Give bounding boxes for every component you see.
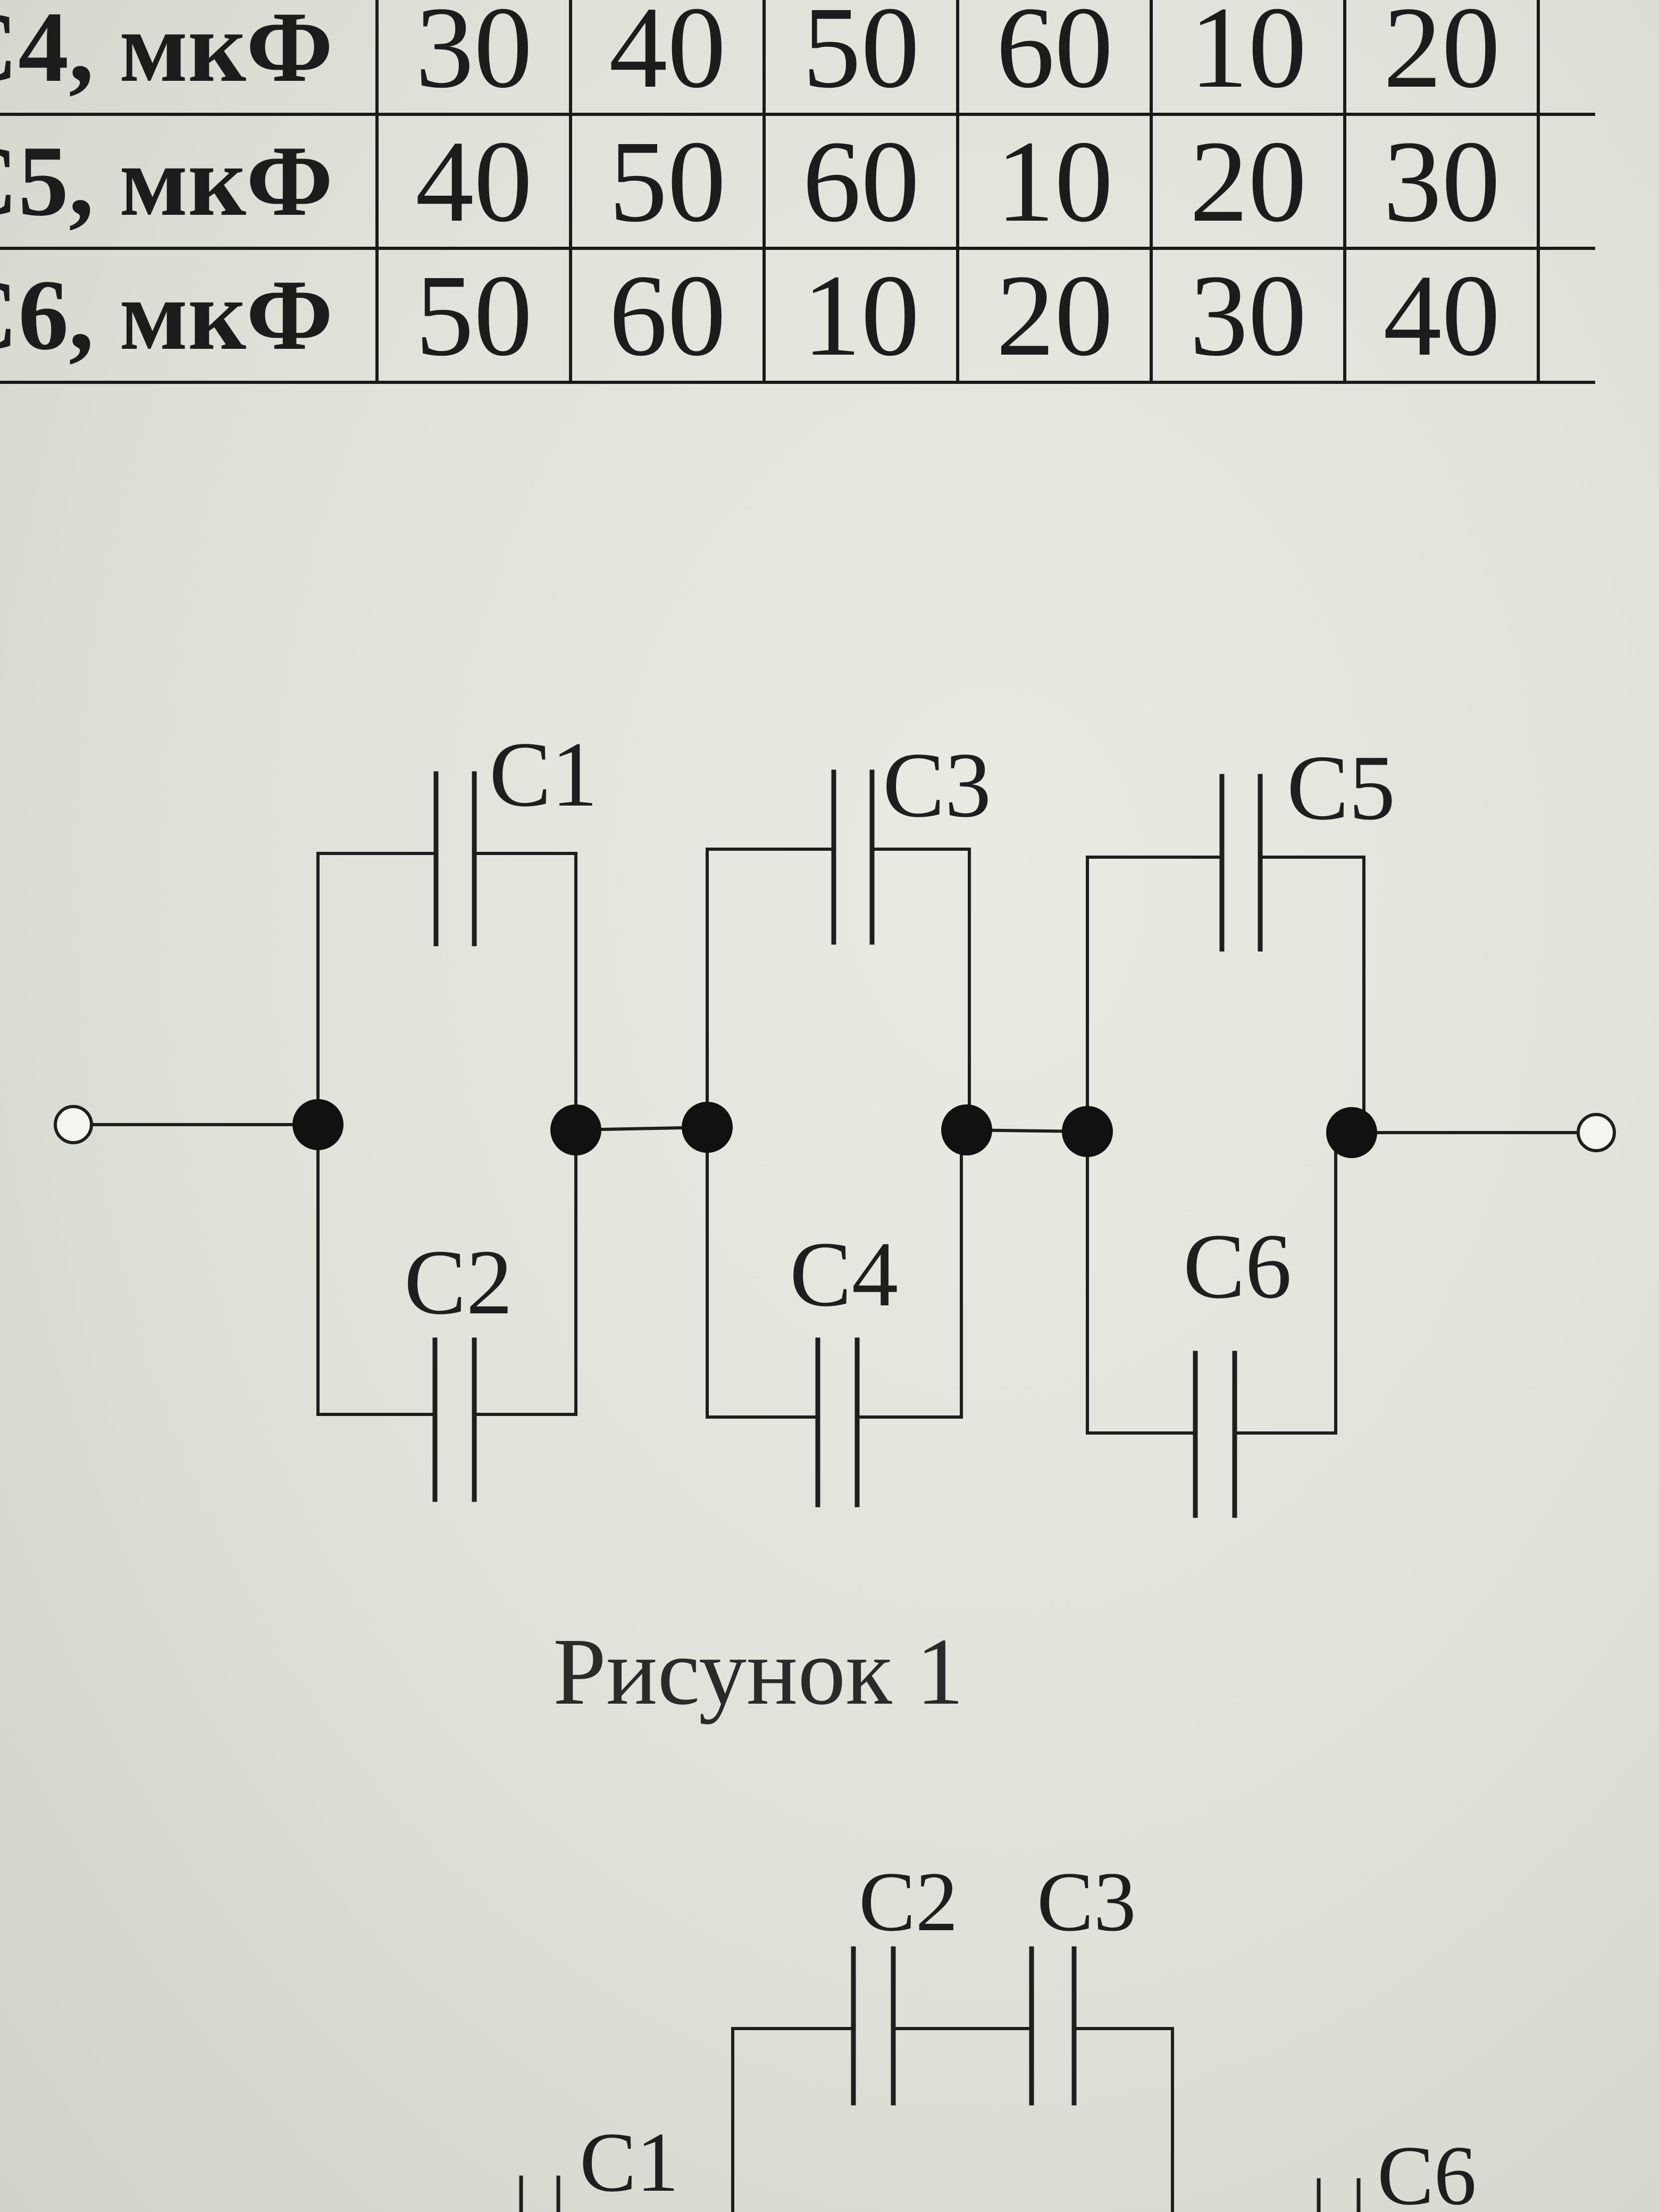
block3-c5-branch <box>1086 856 1365 1134</box>
capacitor-c1-symbol <box>433 771 477 946</box>
table-cell: 50 <box>763 0 960 116</box>
table-cell: 40 <box>1343 247 1540 384</box>
table-cell: 30 <box>375 0 573 116</box>
table-cell: 40 <box>375 113 573 250</box>
label-c1: C1 <box>489 723 598 826</box>
label-c4: C4 <box>790 1222 898 1326</box>
junction-node <box>1326 1107 1377 1158</box>
capacitor-fig2-c1-symbol <box>519 2175 560 2212</box>
row-label: C6, мкФ <box>0 247 379 384</box>
capacitor-c4-symbol <box>815 1337 860 1507</box>
junction-node <box>1062 1106 1113 1157</box>
fig2-label-c2: C2 <box>859 1854 958 1949</box>
fig2-label-c1: C1 <box>580 2115 679 2209</box>
table-cell: 20 <box>1343 0 1540 116</box>
output-terminal <box>1577 1113 1616 1152</box>
table-cell: 20 <box>1150 113 1347 250</box>
fig2-label-c3: C3 <box>1037 1854 1136 1949</box>
block1-c2-branch <box>316 1123 577 1416</box>
table-cell: 20 <box>956 247 1153 384</box>
table-cell: 30 <box>1343 113 1540 250</box>
fig2-top-wire <box>731 2027 1174 2212</box>
junction-node <box>292 1099 343 1150</box>
row-label: C4, мкФ <box>0 0 379 116</box>
table-cell: 50 <box>375 247 573 384</box>
capacitor-fig2-c6-symbol <box>1317 2178 1361 2212</box>
block3-c6-branch <box>1086 1130 1337 1435</box>
table-cell-edge <box>1537 0 1595 116</box>
label-c3: C3 <box>883 733 991 836</box>
capacitor-c3-symbol <box>831 769 875 945</box>
table-cell: 10 <box>956 113 1153 250</box>
junction-node <box>682 1102 733 1153</box>
table-row-c5: C5, мкФ 40 50 60 10 20 30 <box>0 113 1595 250</box>
fig2-label-c6: C6 <box>1377 2128 1477 2212</box>
table-cell: 30 <box>1150 247 1347 384</box>
table-row-c6: C6, мкФ 50 60 10 20 30 40 <box>0 247 1595 384</box>
table-row-c4: C4, мкФ 30 40 50 60 10 20 <box>0 0 1595 116</box>
table-cell: 60 <box>763 113 960 250</box>
table-cell: 50 <box>569 113 766 250</box>
table-cell: 60 <box>956 0 1153 116</box>
table-cell: 10 <box>763 247 960 384</box>
label-c5: C5 <box>1287 736 1395 839</box>
table-cell-edge <box>1537 113 1595 250</box>
row-label: C5, мкФ <box>0 113 379 250</box>
figure-2-circuit <box>519 1946 1361 2212</box>
block2-c3-branch <box>706 848 971 1132</box>
table-cell: 40 <box>569 0 766 116</box>
figure-caption: Рисунок 1 <box>553 1619 964 1724</box>
capacitor-c6-symbol <box>1193 1351 1237 1518</box>
table-cell: 60 <box>569 247 766 384</box>
capacitor-c2-symbol <box>432 1337 477 1502</box>
capacitor-fig2-c3-symbol <box>1029 1946 1077 2106</box>
capacitor-c5-symbol <box>1219 774 1263 952</box>
label-c2: C2 <box>404 1230 513 1334</box>
block1-c1-branch <box>316 852 577 1132</box>
input-terminal <box>54 1105 93 1144</box>
junction-node <box>941 1104 992 1155</box>
label-c6: C6 <box>1183 1214 1292 1318</box>
figure-1-labels: C1 C2 C3 C4 C5 C6 <box>404 723 1395 1334</box>
table-cell: 10 <box>1150 0 1347 116</box>
capacitor-fig2-c2-symbol <box>851 1946 896 2106</box>
table-cell-edge <box>1537 247 1595 384</box>
block2-c4-branch <box>706 1126 963 1419</box>
figure-2-labels: C2 C3 C1 C6 <box>580 1854 1477 2212</box>
junction-node <box>550 1104 601 1155</box>
capacitance-table: C4, мкФ 30 40 50 60 10 20 C5, мкФ 40 50 … <box>0 0 1595 384</box>
